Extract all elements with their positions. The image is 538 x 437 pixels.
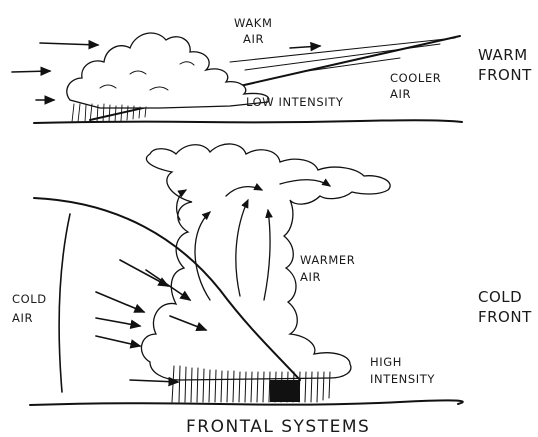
high-intensity-label-2: INTENSITY [370, 372, 435, 386]
cold-front-side-label-1: COLD [478, 288, 522, 306]
cold-arrow-3 [96, 292, 144, 312]
cold-air-mass-outline [59, 214, 70, 392]
warmer-air-label-1: WARMER [300, 253, 355, 267]
cooler-air-label-1: COOLER [390, 71, 441, 85]
cold-arrow-5 [96, 336, 140, 346]
cold-arrow-7 [130, 380, 178, 382]
warmer-air-label-2: AIR [300, 270, 321, 284]
cooler-air-label-2: AIR [390, 87, 411, 101]
warm-arrow-1 [40, 43, 98, 45]
warm-front-side-label-1: WARM [478, 46, 528, 64]
cold-air-label-1: COLD [12, 292, 47, 306]
warm-arrow-2 [12, 71, 50, 72]
warm-front-panel: WAKM AIR COOLER AIR LOW INTENSITY WARM F… [12, 16, 532, 123]
warm-front-ground [34, 120, 462, 123]
low-intensity-label: LOW INTENSITY [246, 95, 344, 109]
diagram-title: FRONTAL SYSTEMS [186, 417, 370, 437]
warm-air-label-1: WAKM [234, 16, 272, 30]
cold-front-ground [30, 400, 463, 405]
high-intensity-label-1: HIGH [370, 355, 402, 369]
cold-front-side-label-2: FRONT [478, 308, 532, 326]
warm-arrow-4 [290, 46, 320, 48]
cold-arrow-1 [120, 260, 168, 286]
warm-air-label-2: AIR [243, 32, 264, 46]
warm-front-side-label-2: FRONT [478, 66, 532, 84]
cold-arrow-4 [96, 318, 140, 326]
cold-front-panel: COLD AIR WARMER AIR HIGH INTENSITY COLD … [12, 144, 532, 405]
cold-air-label-2: AIR [12, 311, 33, 325]
